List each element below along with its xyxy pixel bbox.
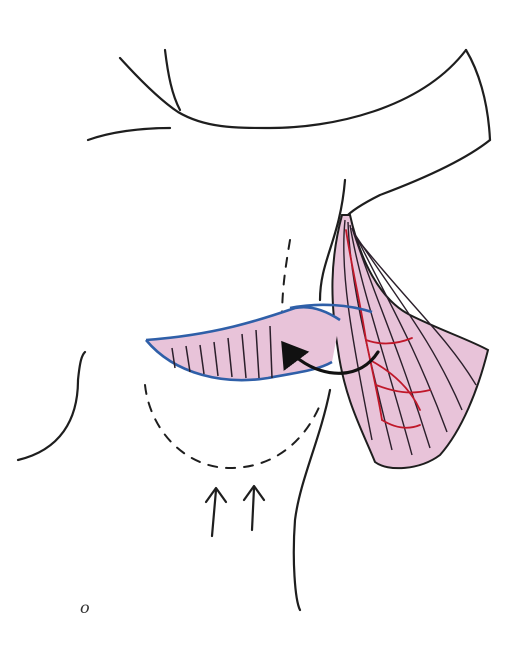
dashed-lower-curve — [145, 385, 320, 468]
arm-upper-line — [345, 140, 490, 218]
chin-line — [88, 128, 170, 140]
axilla-line — [294, 390, 330, 610]
upward-arrows — [206, 486, 264, 536]
panel-label: o — [80, 598, 90, 617]
breast-left-line — [18, 352, 85, 460]
upward-arrow — [206, 488, 226, 536]
shoulder-right-line — [466, 50, 490, 140]
muscle-flap — [332, 215, 488, 468]
dashed-vertical-line — [282, 240, 290, 320]
upward-arrow — [244, 486, 264, 530]
neck-inner-line — [165, 50, 180, 110]
